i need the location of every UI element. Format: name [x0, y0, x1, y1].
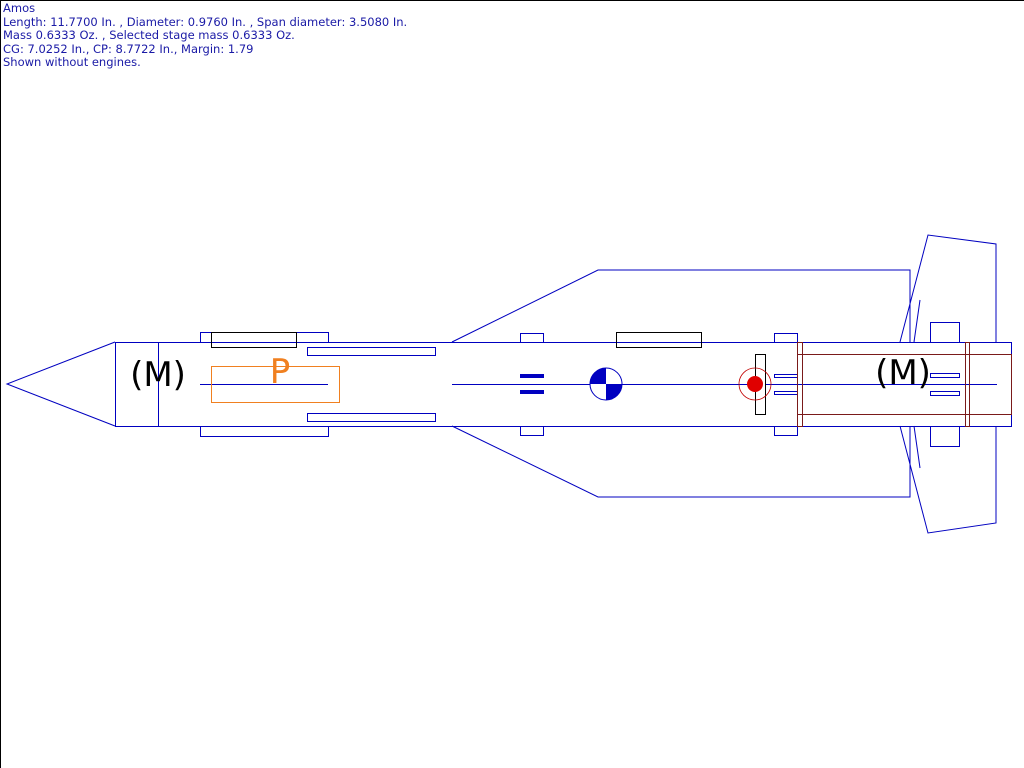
mass-text: Mass 0.6333 Oz. , Selected stage mass 0.… [3, 28, 295, 42]
strakes[interactable] [451, 269, 911, 498]
parachute-label: P [270, 352, 291, 392]
parachute[interactable]: P [211, 352, 340, 403]
mass-component-label-front: (M) [130, 355, 186, 395]
fins[interactable] [899, 234, 997, 534]
cp-marker-icon [738, 367, 772, 401]
cg-marker-icon [589, 367, 623, 401]
launch-lugs-front[interactable] [200, 332, 329, 437]
rocket-name: Amos [3, 1, 36, 15]
mid-components[interactable] [520, 332, 702, 436]
rocket-info-panel: Amos Length: 11.7700 In. , Diameter: 0.9… [3, 1, 408, 70]
inner-tubes[interactable] [307, 347, 436, 422]
stability-text: CG: 7.0252 In., CP: 8.7722 In., Margin: … [3, 41, 254, 56]
rear-lugs[interactable] [930, 322, 960, 447]
mass-component-label-rear: (M) [875, 353, 931, 393]
dimensions-text: Length: 11.7700 In. , Diameter: 0.9760 I… [3, 14, 408, 29]
engines-text: Shown without engines. [3, 55, 141, 69]
motor-mount[interactable] [797, 342, 1012, 427]
